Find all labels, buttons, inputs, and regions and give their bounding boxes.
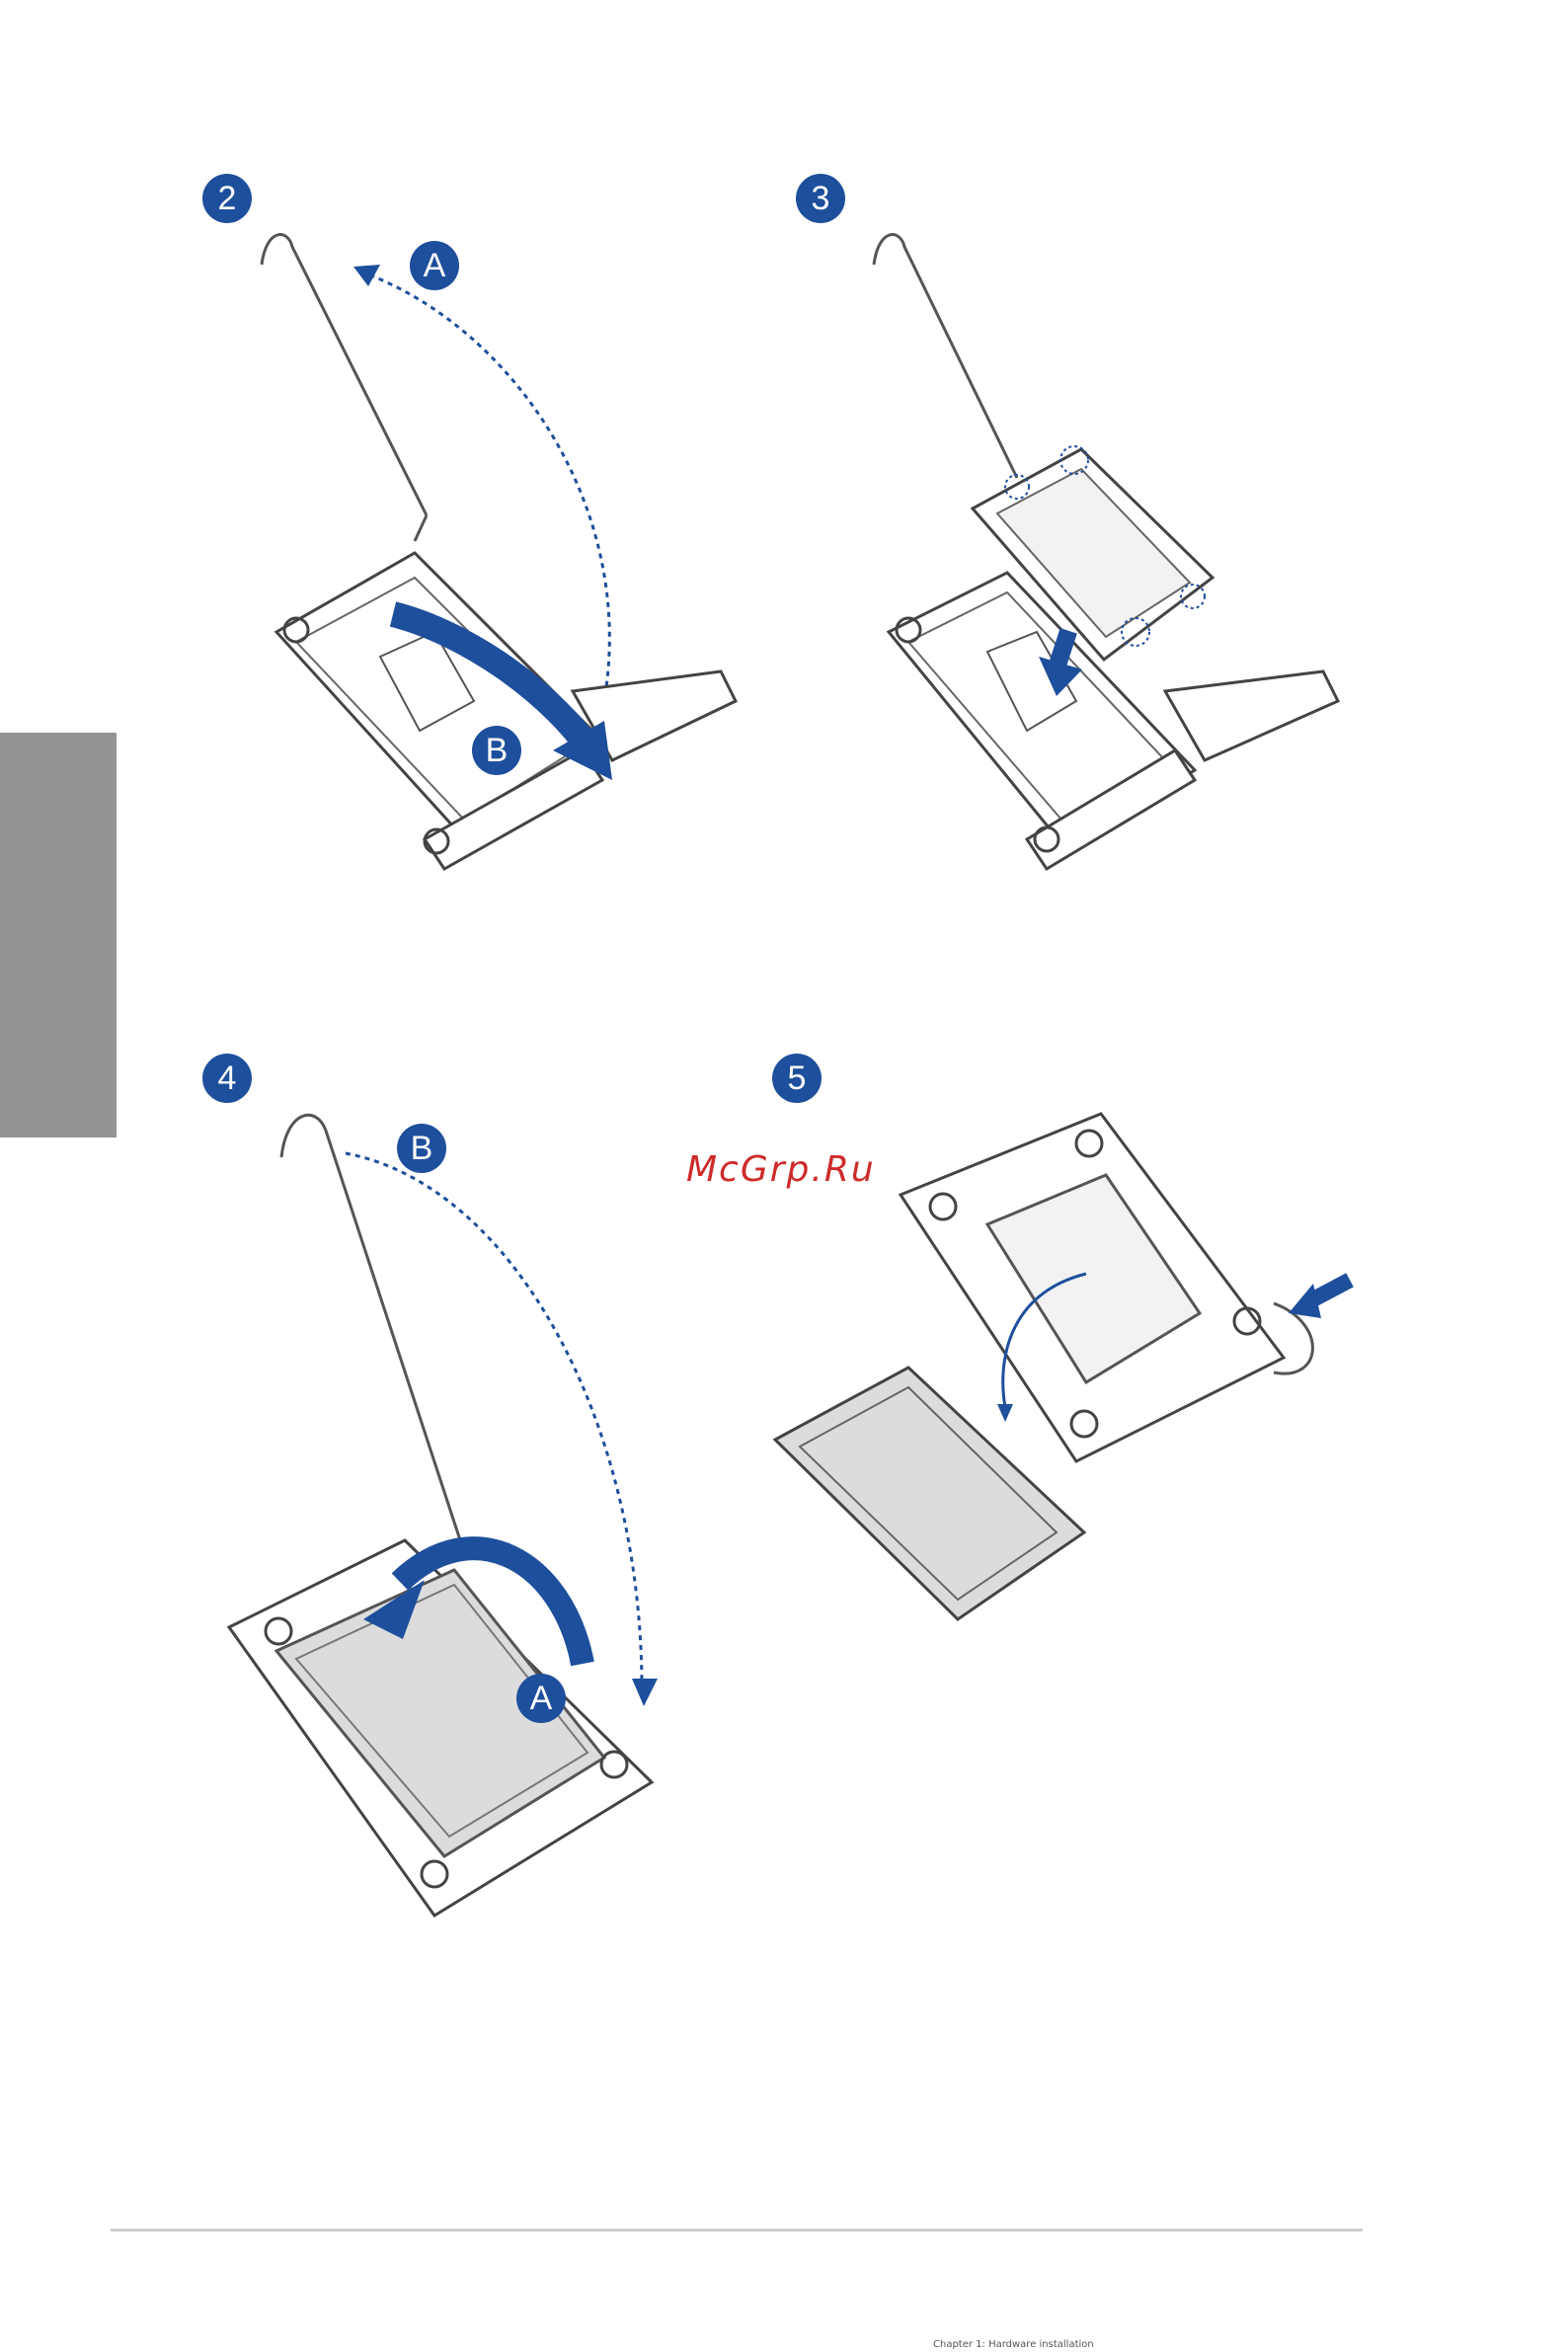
watermark-text: McGrp.Ru — [686, 1149, 876, 1190]
footer-text: Chapter 1: Hardware installation — [933, 2339, 1094, 2350]
footer-divider — [111, 2229, 1363, 2232]
